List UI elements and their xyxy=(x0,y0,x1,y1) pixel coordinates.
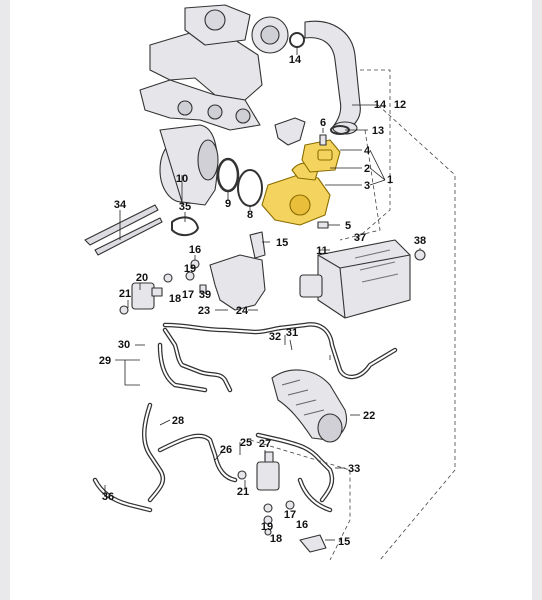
leader-lines xyxy=(104,47,421,541)
callout-32: 32 xyxy=(269,331,281,343)
callout-27: 27 xyxy=(259,438,271,450)
callout-18-upper: 18 xyxy=(169,293,181,305)
callout-8: 8 xyxy=(247,209,253,221)
intake-elbow-part xyxy=(274,117,306,146)
callout-9: 9 xyxy=(225,198,231,210)
callout-21-upper: 21 xyxy=(119,288,131,300)
callout-15-mid: 15 xyxy=(276,237,288,249)
callout-13: 13 xyxy=(372,125,384,137)
callout-5: 5 xyxy=(345,220,351,232)
charge-air-pipe-flange xyxy=(332,121,358,135)
callout-16-lower: 16 xyxy=(296,519,308,531)
callout-23: 23 xyxy=(198,305,210,317)
callout-6: 6 xyxy=(320,117,326,129)
bracket-part xyxy=(209,254,266,311)
turbocharger-part xyxy=(139,4,289,131)
nut-38 xyxy=(414,249,426,261)
callout-4: 4 xyxy=(364,145,371,157)
callout-34: 34 xyxy=(114,199,127,211)
callout-24: 24 xyxy=(236,305,249,317)
solenoid-valve-27 xyxy=(256,451,280,513)
callout-30: 30 xyxy=(118,339,130,351)
callout-12: 12 xyxy=(394,99,406,111)
bolt-6 xyxy=(319,134,327,146)
callout-36: 36 xyxy=(102,491,114,503)
callout-19-upper: 19 xyxy=(184,263,196,275)
callout-33: 33 xyxy=(348,463,360,475)
callout-3: 3 xyxy=(364,180,370,192)
callout-26: 26 xyxy=(220,444,232,456)
filter-element-part xyxy=(159,124,219,206)
callout-28: 28 xyxy=(172,415,184,427)
callout-18-lower: 18 xyxy=(270,533,282,545)
connector-15-lower xyxy=(299,534,327,553)
callout-31: 31 xyxy=(286,327,298,339)
callout-15-lower: 15 xyxy=(338,536,350,548)
callout-2: 2 xyxy=(364,163,370,175)
fastener-group-lower xyxy=(237,470,295,536)
callout-17-lower: 17 xyxy=(284,509,296,521)
callout-38: 38 xyxy=(414,235,426,247)
callout-39: 39 xyxy=(199,289,211,301)
retaining-strip-34 xyxy=(84,204,163,256)
callout-25: 25 xyxy=(240,437,252,449)
charcoal-canister-part xyxy=(299,239,411,319)
gasket-ring-14 xyxy=(289,32,305,48)
callout-14-top: 14 xyxy=(289,54,302,66)
fastener-group-upper xyxy=(163,259,207,294)
gasket-8 xyxy=(237,169,263,207)
charge-air-pipe-part xyxy=(304,20,361,131)
callout-21-lower: 21 xyxy=(237,486,249,498)
solenoid-valve-20 xyxy=(119,282,163,315)
callout-20: 20 xyxy=(136,272,148,284)
callout-11: 11 xyxy=(316,245,328,257)
right-edge-strip xyxy=(532,0,542,600)
callout-29: 29 xyxy=(99,355,111,367)
group-bracket-lines xyxy=(249,69,456,561)
callout-1: 1 xyxy=(387,174,393,186)
callout-35: 35 xyxy=(179,201,191,213)
bolt-5 xyxy=(317,221,329,229)
callout-22: 22 xyxy=(363,410,375,422)
callout-14-right: 14 xyxy=(374,99,387,111)
bracket-15-part xyxy=(249,231,266,259)
callout-19-lower: 19 xyxy=(261,521,273,533)
callout-17-upper: 17 xyxy=(182,289,194,301)
callout-10: 10 xyxy=(176,173,188,185)
callout-37: 37 xyxy=(354,232,366,244)
left-edge-strip xyxy=(0,0,10,600)
cable-tie-35 xyxy=(171,216,199,236)
intake-hose-22 xyxy=(271,369,347,443)
callout-16-upper: 16 xyxy=(189,244,201,256)
highlighted-valve-assembly xyxy=(261,139,341,226)
callout-labels: 14 14 12 13 6 4 2 3 1 5 10 9 8 34 35 15 … xyxy=(99,54,426,548)
hose-clamp-9 xyxy=(216,157,240,193)
